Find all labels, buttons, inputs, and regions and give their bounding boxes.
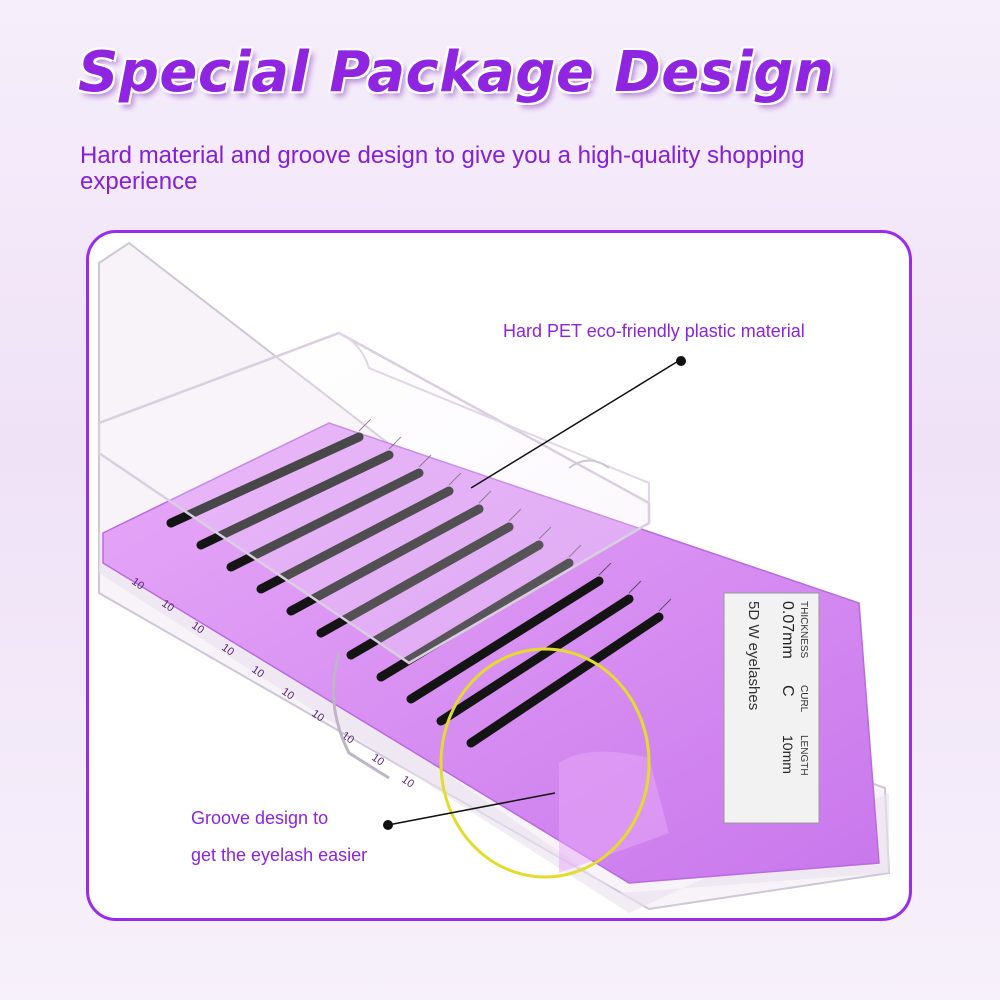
groove-callout-line1: Groove design to	[191, 808, 329, 828]
spec-label: THICKNESS 0.07mm CURL C LENGTH 10mm 5D W…	[723, 592, 820, 824]
curl-label: CURL	[798, 685, 809, 713]
row-length-label: 10	[399, 774, 416, 791]
material-callout: Hard PET eco-friendly plastic material	[503, 321, 805, 341]
tray-label: 5D W eyelashes	[745, 601, 762, 710]
material-callout-dot	[676, 356, 686, 366]
groove-leader-line	[387, 792, 556, 826]
headline: Special Package Design	[78, 40, 835, 105]
product-card: 10 10 10 10 10 10 10 10 10 10 THICKNESS …	[86, 230, 912, 921]
row-length-label: 10	[219, 642, 236, 659]
row-length-label: 10	[309, 708, 326, 725]
row-length-label: 10	[369, 752, 386, 769]
highlight-circle	[439, 647, 651, 879]
groove-tab	[331, 652, 390, 780]
thickness-label: THICKNESS	[798, 601, 809, 659]
subheadline: Hard material and groove design to give …	[80, 142, 805, 195]
length-value: 10mm	[780, 735, 796, 774]
row-length-label: 10	[129, 576, 146, 593]
length-label: LENGTH	[798, 735, 809, 776]
material-leader-line	[470, 359, 681, 489]
row-length-label: 10	[189, 620, 206, 637]
clear-lid	[97, 331, 651, 665]
groove-callout-line2: get the eyelash easier	[191, 845, 368, 865]
row-length-label: 10	[159, 598, 176, 615]
curl-value: C	[779, 685, 796, 697]
thickness-value: 0.07mm	[779, 601, 796, 659]
groove-callout-dot	[383, 820, 393, 830]
row-length-label: 10	[249, 664, 266, 681]
product-illustration: 10 10 10 10 10 10 10 10 10 10 THICKNESS …	[97, 241, 891, 913]
row-length-label: 10	[279, 686, 296, 703]
